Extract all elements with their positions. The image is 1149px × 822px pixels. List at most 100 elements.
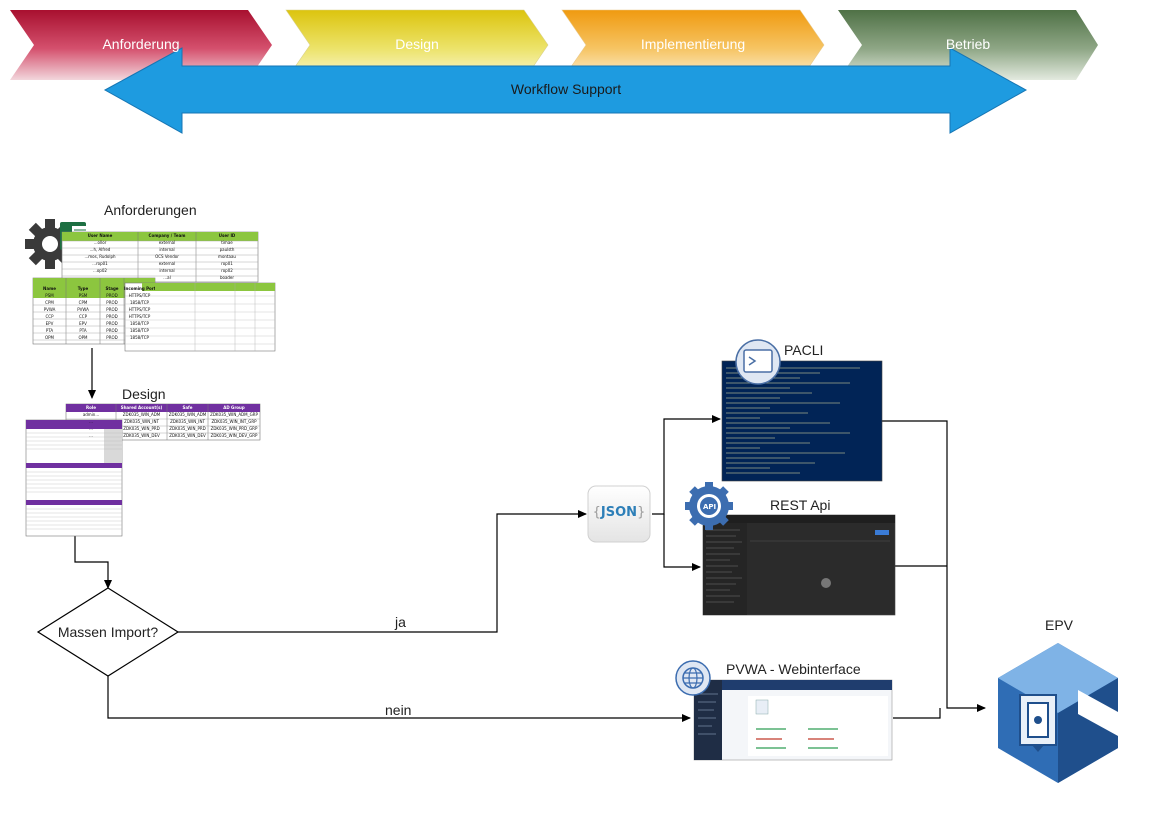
sheet-cell: ...op02 xyxy=(93,268,107,273)
connector-no-pvwa xyxy=(107,676,691,722)
sheet-header-cell: User ID xyxy=(218,233,236,238)
sheet-header-cell: User Name xyxy=(87,233,113,238)
sheet-cell: OPM xyxy=(44,335,54,340)
rest-api-screenshot xyxy=(702,514,896,616)
sheet-cell: ZDK035_WIN_INT xyxy=(124,419,159,424)
sheet-cell: 1858/TCP xyxy=(130,321,149,326)
sheet-cell: montaau xyxy=(218,254,236,259)
connector-json-rest xyxy=(663,514,701,571)
epv-title: EPV xyxy=(1045,617,1074,633)
sheet-cell: PVWA xyxy=(77,307,89,312)
json-text: JSON xyxy=(600,505,638,520)
decision-diamond xyxy=(36,587,180,677)
rest-api-icon: API xyxy=(685,482,733,530)
sheet-cell: 1858/TCP xyxy=(130,335,149,340)
sheet-cell: PROD xyxy=(106,314,118,319)
connector-json-pacli xyxy=(652,415,721,515)
connector-yes-json xyxy=(178,510,587,633)
sheet-cell: PROD xyxy=(106,300,118,305)
ports-sheet xyxy=(124,282,276,352)
sheet-header-cell: Company / Team xyxy=(148,233,186,238)
users-sheet xyxy=(61,231,259,283)
sheet-cell: ZDK035_WIN_INT_GRP xyxy=(211,419,257,424)
rest-api-title: REST Api xyxy=(770,497,831,513)
sheet-cell xyxy=(62,274,138,281)
sheet-cell: ZDK035_WIN_PRD xyxy=(169,426,206,431)
sheet-cell: ... xyxy=(89,433,93,438)
svg-text:API: API xyxy=(703,503,716,511)
sheet-cell: external xyxy=(158,240,176,245)
sheet-header-cell: Stage xyxy=(105,286,119,291)
sheet-cell: ... xyxy=(89,419,93,424)
sheet-cell: ZDK035_WIN_ADM xyxy=(168,412,207,417)
sheet-cell: CPM xyxy=(78,300,88,305)
sheet-cell: PTA xyxy=(45,328,54,333)
accounts-sheet xyxy=(25,419,123,537)
phase-betrieb-label: Betrieb xyxy=(945,36,991,52)
pvwa-screenshot xyxy=(693,679,893,761)
sheet-header-cell: Shared Account(s) xyxy=(120,405,163,410)
sheet-cell: EPV xyxy=(79,321,87,326)
sheet-cell: ... xyxy=(89,426,93,431)
sheet-cell: HTTPS/TCP xyxy=(128,293,151,298)
sheet-cell: PROD xyxy=(106,328,118,333)
sheet-cell: ...h, Alfred xyxy=(89,247,111,252)
sheet-cell: 1858/TCP xyxy=(130,328,149,333)
sheet-cell: ...mos, Rudolph xyxy=(84,254,116,259)
brace-close-icon: } xyxy=(637,505,646,520)
json-tile xyxy=(587,485,651,543)
sheet-cell: paulsth xyxy=(219,247,235,252)
sheet-header-cell: Type xyxy=(77,286,89,291)
sheet-cell: internal xyxy=(159,247,175,252)
edge-label-no: nein xyxy=(385,702,412,718)
anforderungen-title: Anforderungen xyxy=(104,202,197,218)
sheet-header-cell: Role xyxy=(86,405,96,410)
epv-vault-icon xyxy=(998,643,1118,783)
sheet-header-row: User Name Company / Team User ID xyxy=(62,232,258,239)
sheet-row: ...h, Alfred internal paulsth xyxy=(62,246,258,253)
phase-anforderung-label: Anforderung xyxy=(102,36,180,52)
sheet-cell: PROD xyxy=(106,293,118,298)
workflow-support-label: Workflow Support xyxy=(510,81,622,97)
sheet-cell: OPM xyxy=(78,335,88,340)
sheet-row: PSM PSM PROD HTTPS/TCP xyxy=(33,292,155,299)
sheet-cell: CCP xyxy=(79,314,87,319)
sheet-cell: ...al xyxy=(163,275,171,280)
sheet-row: OPM OPM PROD 1858/TCP xyxy=(33,334,155,341)
sheet-cell: HTTPS/TCP xyxy=(128,314,151,319)
sheet-cell: EPV xyxy=(45,321,54,326)
sheet-cell: PROD xyxy=(106,335,118,340)
sheet-cell: ZDK035_WIN_INT xyxy=(170,419,205,424)
connector-design-decision xyxy=(74,536,112,589)
sheet-cell: PROD xyxy=(106,321,118,326)
globe-icon xyxy=(675,660,711,696)
sheet-cell: CCP xyxy=(45,314,54,319)
sheet-cell: PSM xyxy=(78,293,88,298)
sheet-header-cell: AD Group xyxy=(223,405,245,410)
sheet-cell: ZDK035_WIN_DEV xyxy=(169,433,206,438)
sheet-cell: PROD xyxy=(106,307,118,312)
sheet-cell: admin... xyxy=(82,412,100,417)
sheet-cell: ZDK035_WIN_ADM_GRP xyxy=(210,412,258,417)
sheet-cell: PVWA xyxy=(43,307,56,312)
phase-design-label: Design xyxy=(395,36,439,52)
edge-label-yes: ja xyxy=(395,614,406,630)
decision-question: Massen Import? xyxy=(57,624,159,640)
sheet-cell: PSM xyxy=(45,293,54,298)
sheet-cell: ZDK035_WIN_DEV_GRP xyxy=(210,433,258,438)
design-title: Design xyxy=(122,386,166,402)
